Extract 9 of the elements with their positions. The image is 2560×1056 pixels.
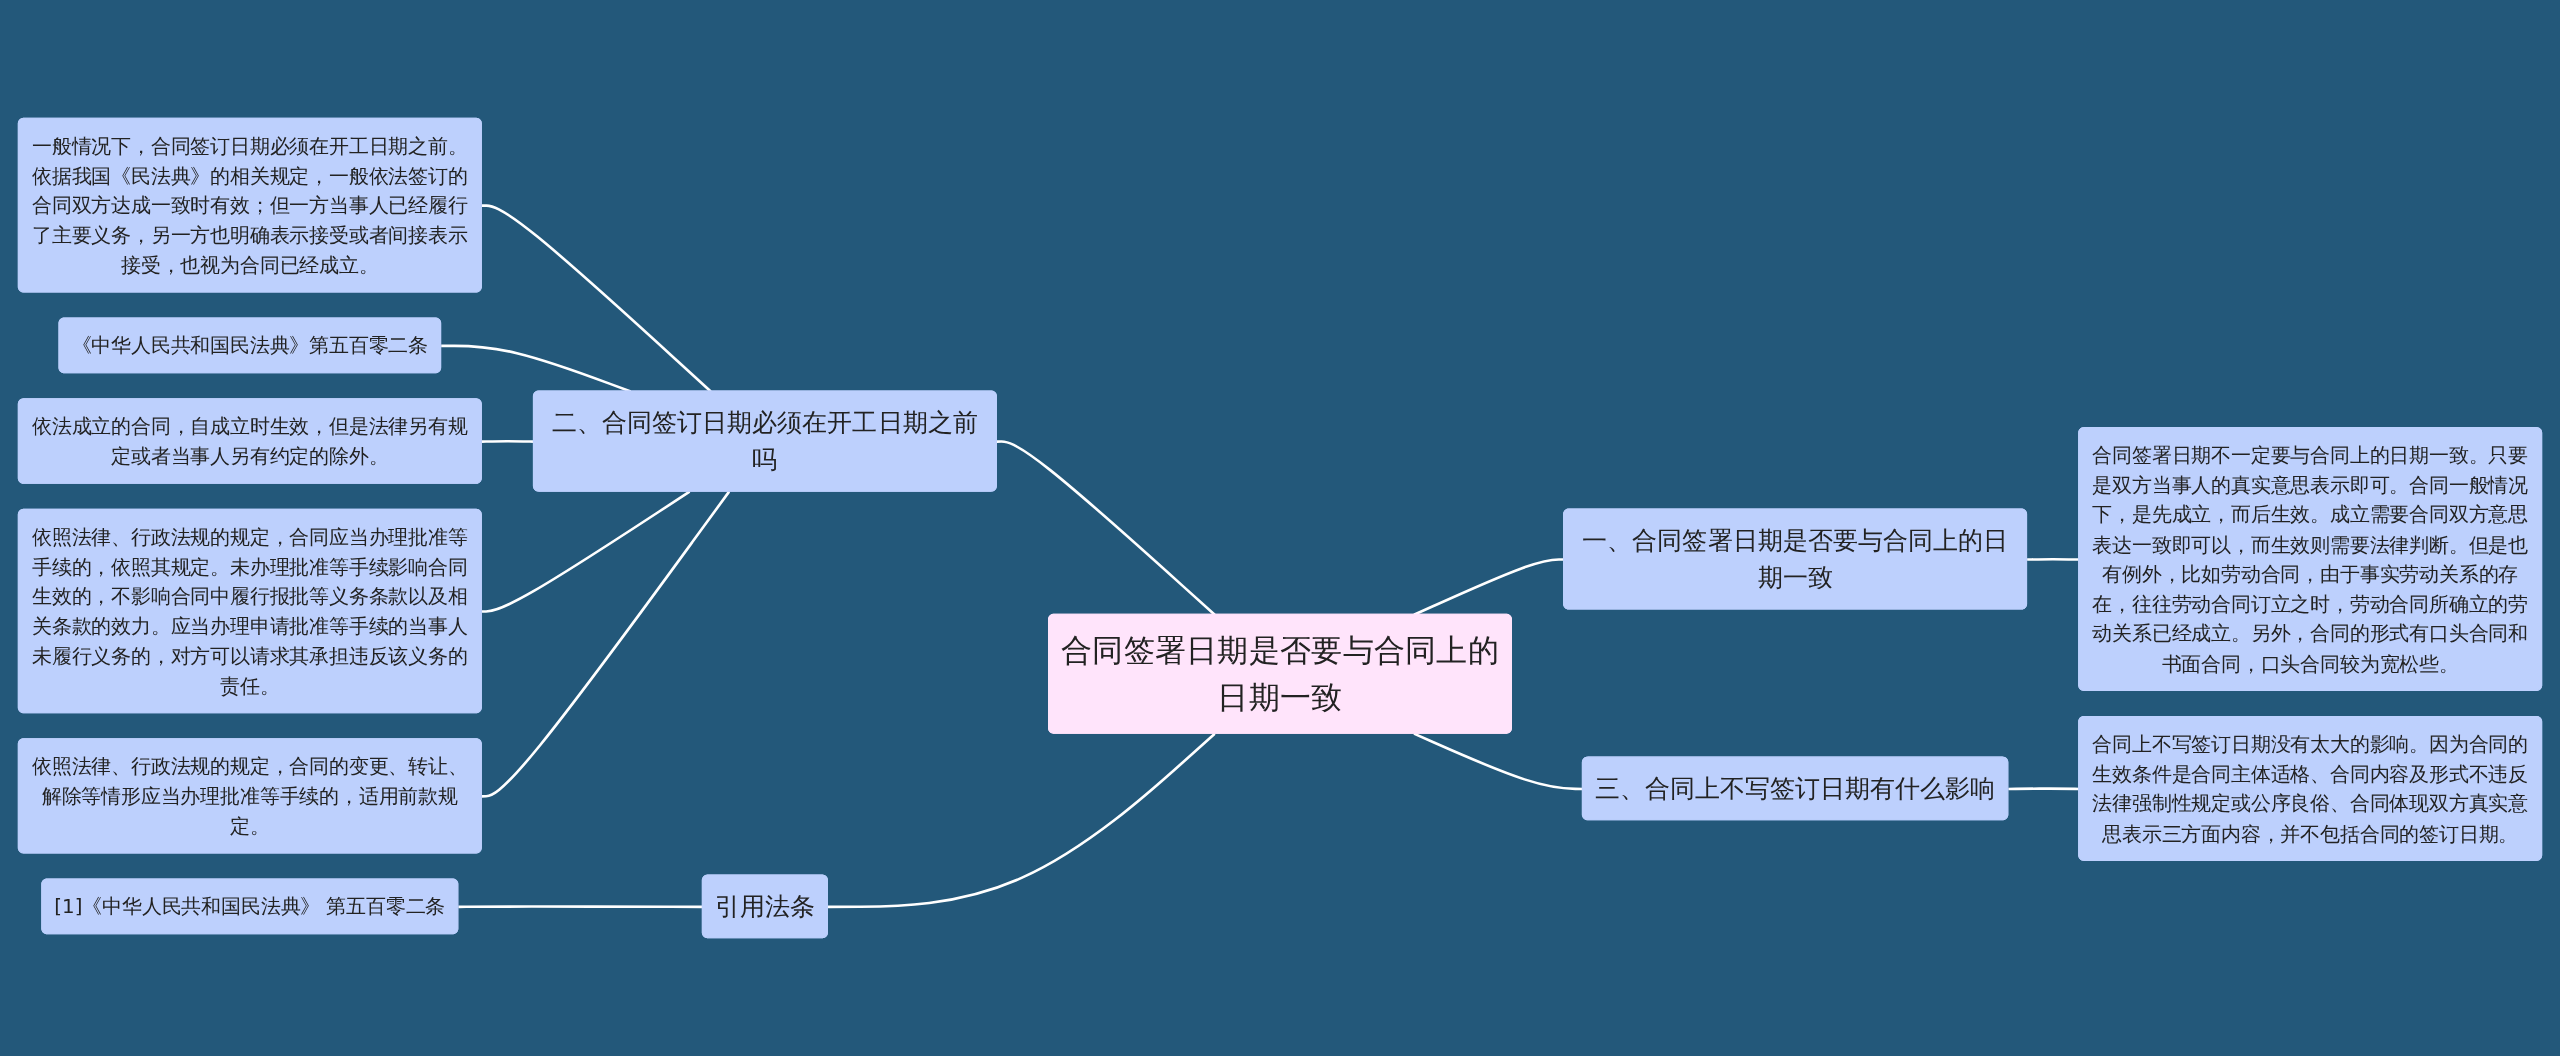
connector xyxy=(441,344,632,393)
connector xyxy=(996,440,1216,616)
connector xyxy=(828,732,1216,909)
connector xyxy=(481,204,712,393)
connector xyxy=(458,905,703,909)
connector xyxy=(481,490,731,798)
connector xyxy=(1413,732,1583,791)
connector xyxy=(481,490,691,613)
connector xyxy=(481,439,534,443)
